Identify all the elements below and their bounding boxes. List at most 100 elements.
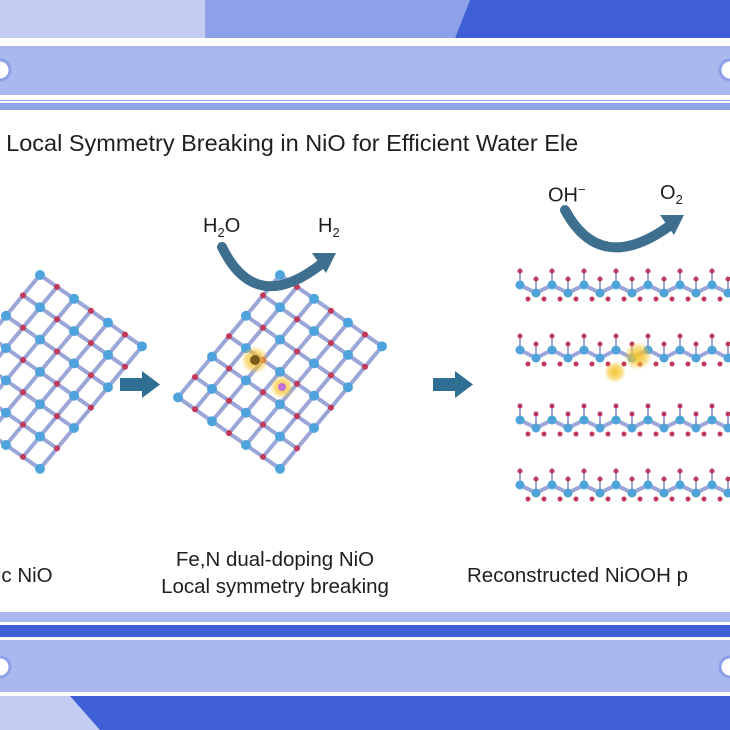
ni-atom xyxy=(531,488,541,498)
product-label-h2: H2 xyxy=(318,215,340,240)
o-atom xyxy=(701,496,707,502)
o-atom xyxy=(629,276,635,282)
ni-atom xyxy=(69,358,79,369)
ni-atom xyxy=(241,310,251,321)
o-atom xyxy=(54,348,60,355)
o-atom xyxy=(589,496,595,502)
ni-atom xyxy=(275,366,285,377)
o-atom xyxy=(701,431,707,437)
o-atom xyxy=(581,333,587,339)
o-atom xyxy=(685,361,691,367)
o-atom xyxy=(517,403,523,409)
o-atom xyxy=(294,445,300,452)
o-atom xyxy=(717,296,723,302)
o-atom xyxy=(88,404,94,411)
ni-atom xyxy=(241,375,251,386)
o-atom xyxy=(605,431,611,437)
bottom-banner xyxy=(0,610,730,730)
ni-atom xyxy=(579,345,589,355)
o-atom xyxy=(709,268,715,274)
ni-atom xyxy=(377,341,387,352)
ni-atom xyxy=(103,382,113,393)
ni-atom xyxy=(1,310,11,321)
o-atom xyxy=(54,445,60,452)
o-atom xyxy=(328,404,334,411)
ni-atom xyxy=(275,463,285,474)
ni-atom xyxy=(275,270,285,280)
ni-atom xyxy=(35,431,45,442)
o-atom xyxy=(260,389,266,396)
ni-atom xyxy=(309,293,319,304)
ni-atom xyxy=(515,345,525,355)
o-atom xyxy=(685,496,691,502)
ni-atom xyxy=(563,353,573,363)
o-atom xyxy=(581,403,587,409)
process-arrow-icon xyxy=(433,371,473,398)
o-atom xyxy=(693,341,699,347)
o-atom xyxy=(549,333,555,339)
process-arrow-icon xyxy=(120,371,160,398)
o-atom xyxy=(717,431,723,437)
o-atom xyxy=(725,476,730,482)
ni-atom xyxy=(1,343,11,354)
ni-atom xyxy=(691,488,701,498)
ni-atom xyxy=(515,415,525,425)
caption-left-line-1: ric NiO xyxy=(0,564,53,587)
ni-atom xyxy=(35,366,45,377)
ni-atom xyxy=(595,353,605,363)
ni-atom xyxy=(35,463,45,474)
niooh-layered-structure xyxy=(515,268,730,502)
o-atom xyxy=(541,361,547,367)
o-atom xyxy=(725,411,730,417)
o-atom xyxy=(54,380,60,387)
o-atom xyxy=(581,468,587,474)
ni-atom xyxy=(595,423,605,433)
ni-atom xyxy=(691,353,701,363)
diagram-area xyxy=(0,205,730,502)
o-atom xyxy=(605,496,611,502)
caption-right: Reconstructed NiOOH p xyxy=(467,562,688,589)
ni-atom xyxy=(707,415,717,425)
o-atom xyxy=(294,413,300,420)
o-atom xyxy=(20,389,26,396)
o-atom xyxy=(661,476,667,482)
ni-atom xyxy=(35,334,45,345)
ni-atom xyxy=(531,423,541,433)
o-atom xyxy=(621,431,627,437)
o-atom xyxy=(661,341,667,347)
o-atom xyxy=(621,296,627,302)
o-atom xyxy=(20,357,26,363)
o-atom xyxy=(669,296,675,302)
o-atom xyxy=(533,476,539,482)
o-atom xyxy=(20,292,26,299)
ni-atom xyxy=(563,488,573,498)
product-label-o2: O2 xyxy=(660,182,683,207)
o-atom xyxy=(260,421,266,428)
o-atom xyxy=(629,411,635,417)
ni-atom xyxy=(69,390,79,401)
o-atom xyxy=(645,403,651,409)
o-atom xyxy=(685,431,691,437)
reactant-label-oh: OH− xyxy=(548,182,586,207)
ni-atom xyxy=(691,288,701,298)
ni-atom xyxy=(627,488,637,498)
o-atom xyxy=(557,431,563,437)
o-atom xyxy=(701,361,707,367)
ni-atom xyxy=(309,390,319,401)
o-atom xyxy=(685,296,691,302)
ni-atom xyxy=(611,480,621,490)
o-atom xyxy=(597,276,603,282)
ni-atom xyxy=(241,407,251,418)
ni-atom xyxy=(343,317,353,328)
o-atom xyxy=(20,421,26,428)
ni-atom xyxy=(675,415,685,425)
o-atom xyxy=(533,411,539,417)
ni-atom xyxy=(547,415,557,425)
o-atom xyxy=(717,496,723,502)
o-atom xyxy=(525,431,531,437)
o-atom xyxy=(226,397,232,404)
o-atom xyxy=(589,296,595,302)
ni-atom xyxy=(675,280,685,290)
ni-atom xyxy=(35,399,45,410)
o-atom xyxy=(693,276,699,282)
